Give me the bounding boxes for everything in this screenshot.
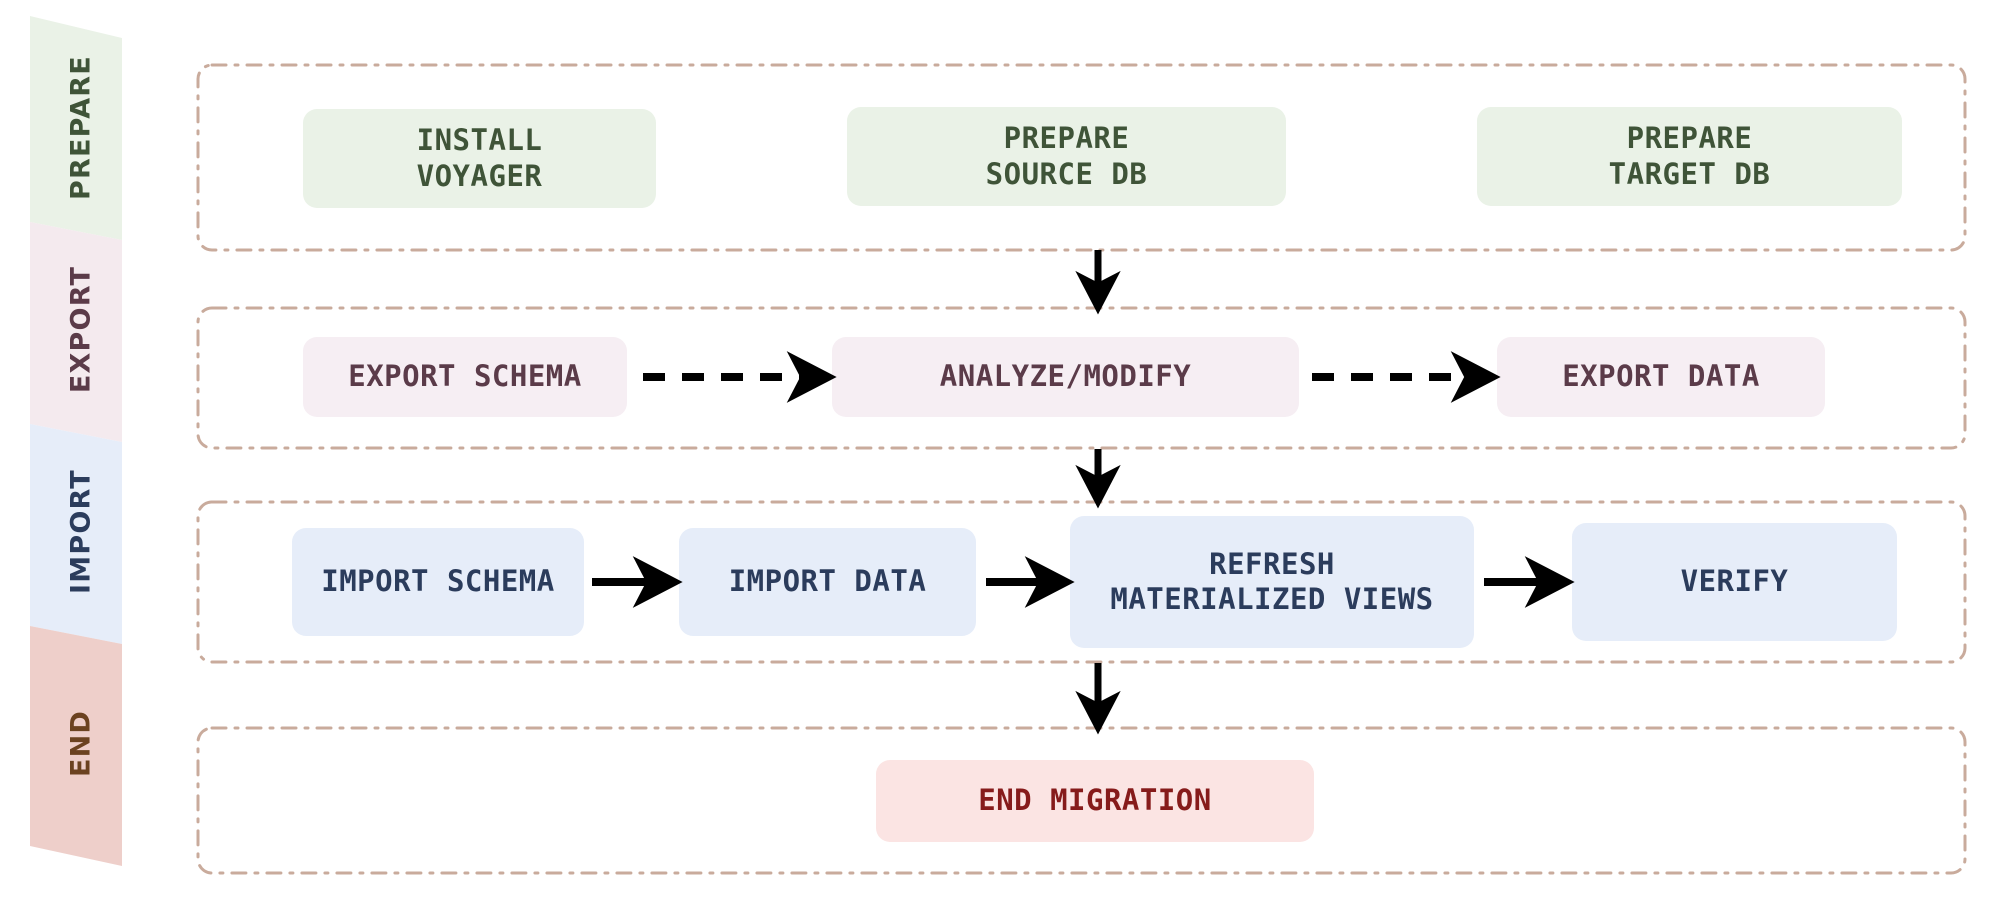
node-refresh-materialized-views[interactable]: REFRESH MATERIALIZED VIEWS xyxy=(1070,516,1474,648)
rail-band-end xyxy=(30,626,122,866)
node-install-voyager[interactable]: INSTALL VOYAGER xyxy=(303,109,656,208)
phase-rail-bands xyxy=(30,16,122,866)
node-analyze-modify[interactable]: ANALYZE/MODIFY xyxy=(832,337,1299,417)
rail-band-prepare xyxy=(30,16,122,240)
node-export-data[interactable]: EXPORT DATA xyxy=(1497,337,1825,417)
rail-label-prepare: PREPARE xyxy=(65,55,97,200)
node-import-data[interactable]: IMPORT DATA xyxy=(679,528,976,636)
rail-band-import xyxy=(30,424,122,644)
node-verify[interactable]: VERIFY xyxy=(1572,523,1897,641)
node-prepare-source-db[interactable]: PREPARE SOURCE DB xyxy=(847,107,1286,206)
node-prepare-target-db[interactable]: PREPARE TARGET DB xyxy=(1477,107,1902,206)
rail-label-end: END xyxy=(65,709,97,778)
node-export-schema[interactable]: EXPORT SCHEMA xyxy=(303,337,627,417)
rail-label-import: IMPORT xyxy=(65,469,97,594)
rail-band-export xyxy=(30,222,122,442)
node-import-schema[interactable]: IMPORT SCHEMA xyxy=(292,528,584,636)
phase-rail: PREPARE EXPORT IMPORT END xyxy=(0,0,200,906)
rail-label-export: EXPORT xyxy=(65,265,97,394)
node-end-migration[interactable]: END MIGRATION xyxy=(876,760,1314,842)
